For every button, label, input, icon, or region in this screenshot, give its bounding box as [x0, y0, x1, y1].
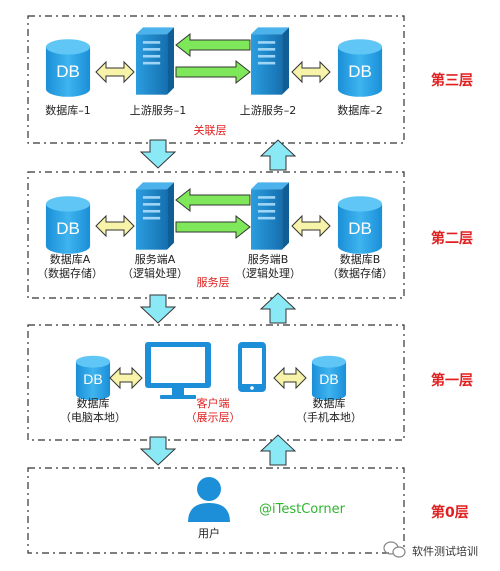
user-icon	[188, 477, 230, 522]
local-phone-db-desc: （手机本地）	[296, 411, 362, 424]
server-b-desc: （逻辑处理）	[235, 267, 301, 280]
local-phone-db-label: 数据库 （手机本地）	[291, 397, 367, 425]
up-arrow	[259, 434, 297, 466]
server-icon	[136, 27, 174, 95]
db-left-label: 数据库–1	[45, 104, 91, 117]
user-label: 用户	[198, 527, 220, 540]
left-arrow	[175, 187, 251, 213]
layer3-caption: 关联层	[193, 124, 227, 137]
upstream-service-1-label: 上游服务–1	[129, 104, 187, 117]
bidirectional-arrow	[291, 214, 331, 238]
layer2-caption: 服务层	[196, 276, 230, 289]
layer3-frame	[27, 15, 405, 144]
db-text: DB	[83, 371, 102, 387]
client-caption: 客户端 （展示层）	[180, 397, 246, 425]
db-a-desc: （数据存储）	[37, 267, 103, 280]
db-right-label: 数据库–2	[337, 104, 383, 117]
db-b-label: 数据库B （数据存储）	[320, 253, 400, 281]
down-arrow	[139, 294, 177, 324]
layer2-label: 第二层	[431, 231, 473, 247]
layer2-frame	[27, 171, 405, 299]
db-b-desc: （数据存储）	[327, 267, 393, 280]
layer1-label: 第一层	[431, 373, 473, 389]
server-b-name: 服务端B	[247, 253, 289, 266]
layer0-label: 第0层	[431, 505, 469, 521]
handle-label: @iTestCorner	[259, 502, 345, 517]
server-b-label: 服务端B （逻辑处理）	[228, 253, 308, 281]
server-icon	[251, 182, 289, 250]
mobile-phone-icon	[238, 342, 266, 392]
right-arrow	[175, 214, 251, 240]
server-a-label: 服务端A （逻辑处理）	[115, 253, 195, 281]
desktop-monitor-icon	[145, 342, 211, 399]
server-a-name: 服务端A	[134, 253, 176, 266]
db-a-name: 数据库A	[49, 253, 91, 266]
client-name: 客户端	[196, 397, 230, 410]
db-b-name: 数据库B	[339, 253, 381, 266]
bidirectional-arrow	[109, 366, 143, 390]
layer1-frame	[27, 324, 405, 441]
server-icon	[136, 182, 174, 250]
local-pc-db-desc: （电脑本地）	[60, 411, 126, 424]
local-pc-db-label: 数据库 （电脑本地）	[55, 397, 131, 425]
watermark-text: 软件测试培训	[412, 545, 478, 558]
bidirectional-arrow	[95, 214, 135, 238]
up-arrow	[259, 292, 297, 324]
db-text: DB	[348, 219, 372, 238]
bidirectional-arrow	[95, 60, 135, 84]
local-pc-db-name: 数据库	[76, 397, 110, 410]
up-arrow	[259, 139, 297, 171]
layer0-frame	[27, 467, 405, 554]
bidirectional-arrow	[291, 60, 331, 84]
wechat-icon	[383, 541, 406, 558]
server-a-desc: （逻辑处理）	[122, 267, 188, 280]
right-arrow	[175, 59, 251, 85]
down-arrow	[139, 139, 177, 169]
client-desc: （展示层）	[185, 411, 241, 424]
db-text: DB	[56, 219, 80, 238]
db-text: DB	[348, 62, 372, 81]
bidirectional-arrow	[273, 366, 307, 390]
local-phone-db-name: 数据库	[312, 397, 346, 410]
db-text: DB	[56, 62, 80, 81]
layer3-label: 第三层	[431, 73, 473, 89]
upstream-service-2-label: 上游服务–2	[239, 104, 297, 117]
left-arrow	[175, 32, 251, 58]
down-arrow	[139, 436, 177, 466]
db-a-label: 数据库A （数据存储）	[30, 253, 110, 281]
server-icon	[251, 27, 289, 95]
db-text: DB	[319, 371, 338, 387]
